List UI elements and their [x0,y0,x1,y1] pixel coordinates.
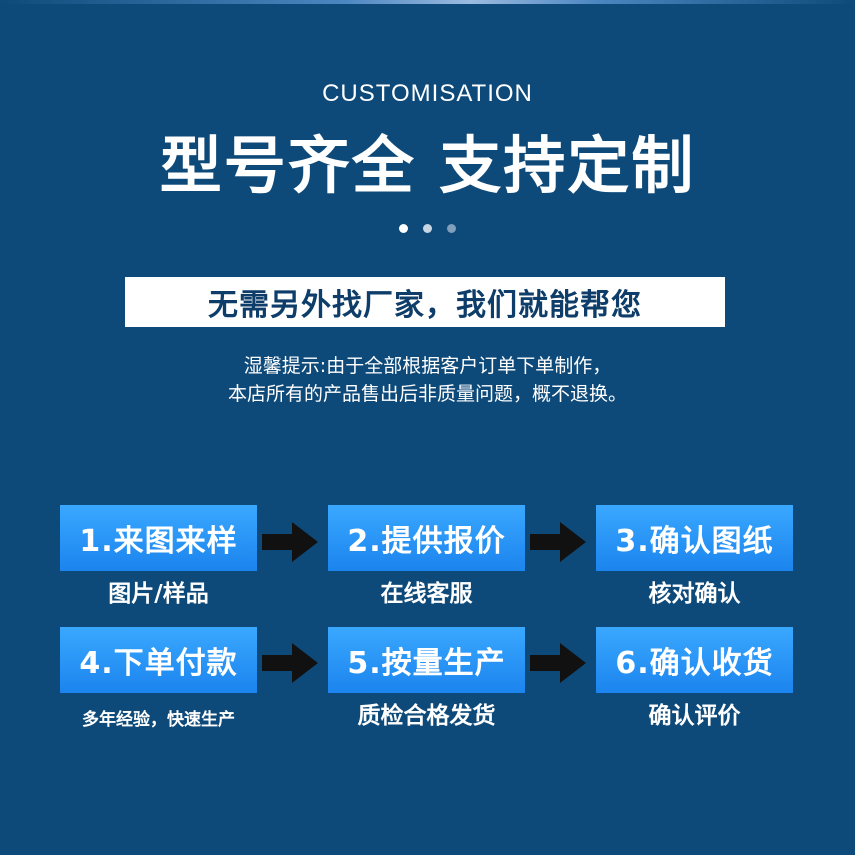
step-2-box: 2.提供报价 [328,505,525,571]
step-4-box: 4.下单付款 [60,627,257,693]
arrow-right-icon [530,522,586,562]
step-4-caption: 多年经验，快速生产 [82,710,235,730]
top-highlight-strip [0,0,855,4]
arrow-right-icon [262,522,318,562]
step-5-box: 5.按量生产 [328,627,525,693]
banner-text: 无需另外找厂家，我们就能帮您 [208,288,642,323]
step-3-box: 3.确认图纸 [596,505,793,571]
step-2-caption: 在线客服 [380,581,473,607]
step-3-caption: 核对确认 [648,581,741,607]
step-1-box: 1.来图来样 [60,505,257,571]
subtitle: CUSTOMISATION [322,80,533,107]
step-6-caption: 确认评价 [648,703,741,729]
banner: 无需另外找厂家，我们就能帮您 [125,277,725,327]
notice-text: 湿馨提示:由于全部根据客户订单下单制作， 本店所有的产品售出后非质量问题，概不退… [0,352,855,408]
dot-3[interactable] [447,224,456,233]
dot-1[interactable] [399,224,408,233]
notice-line-1: 湿馨提示:由于全部根据客户订单下单制作， [243,355,612,377]
step-5-caption: 质检合格发货 [357,703,496,729]
arrow-right-icon [262,643,318,683]
step-6-box: 6.确认收货 [596,627,793,693]
arrow-right-icon [530,643,586,683]
dot-2[interactable] [423,224,432,233]
step-1-caption: 图片/样品 [108,581,209,607]
carousel-dots [0,224,855,233]
notice-line-2: 本店所有的产品售出后非质量问题，概不退换。 [227,383,627,405]
headline: 型号齐全 支持定制 [159,129,696,202]
